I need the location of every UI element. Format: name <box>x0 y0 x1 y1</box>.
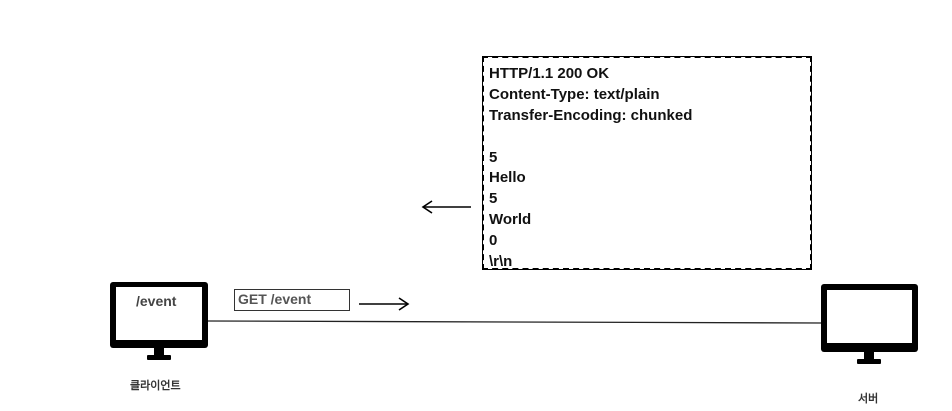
client-label: 클라이언트 <box>130 380 181 392</box>
content-type-header: Content-Type: text/plain <box>489 85 660 103</box>
client-screen-text: /event <box>136 293 177 309</box>
client-monitor-screen <box>116 287 202 340</box>
request-arrow <box>359 297 410 311</box>
blank-line <box>489 127 810 148</box>
chunk-size-1: 5 <box>489 148 498 166</box>
server-label: 서버 <box>858 393 879 405</box>
chunk-data-2: World <box>489 211 532 229</box>
chunk-terminator: \r\n <box>489 253 513 271</box>
chunk-data-1: Hello <box>489 169 526 187</box>
chunk-size-final: 0 <box>489 232 498 250</box>
server-monitor <box>821 284 918 366</box>
chunk-size-2: 5 <box>489 190 498 208</box>
client-monitor: /event <box>110 282 208 362</box>
connection-line <box>207 320 823 324</box>
request-label: GET /event <box>234 289 350 311</box>
transfer-encoding-header: Transfer-Encoding: chunked <box>489 106 693 124</box>
response-message-box: HTTP/1.1 200 OK Content-Type: text/plain… <box>482 56 812 270</box>
status-line: HTTP/1.1 200 OK <box>489 65 610 82</box>
response-arrow <box>421 200 471 214</box>
server-monitor-screen <box>827 290 912 343</box>
